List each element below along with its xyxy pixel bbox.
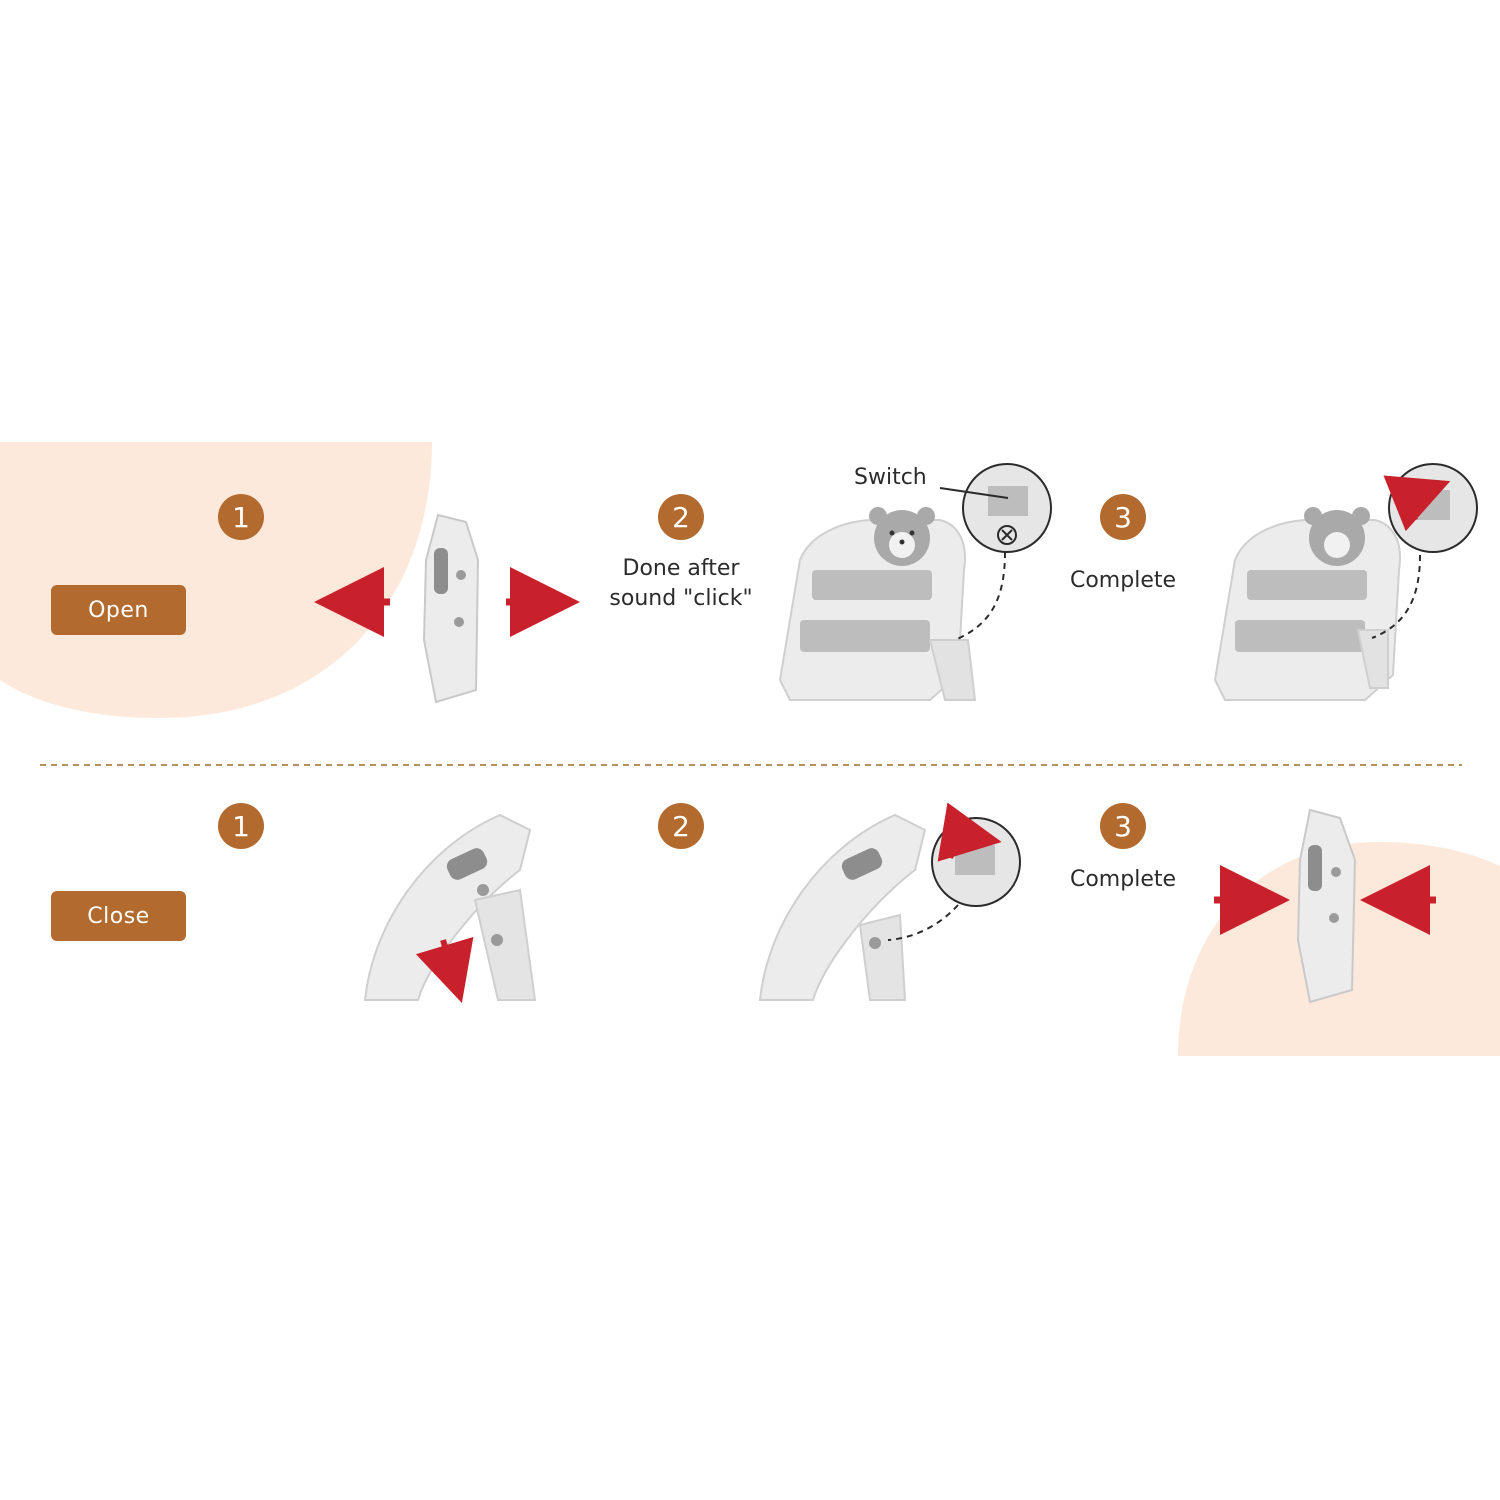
open-step2-caption-line2: sound "click" (609, 586, 753, 611)
open-step2-number: 2 (658, 494, 704, 540)
open-step2-caption: Done after sound "click" (571, 554, 791, 614)
open-step3-caption: Complete (1069, 568, 1177, 593)
folded-stool-close-complete (1296, 808, 1357, 1004)
close-label: Close (51, 891, 186, 941)
open-step2-caption-line1: Done after (622, 556, 740, 581)
switch-label: Switch (854, 465, 927, 490)
open-stool-step2 (778, 507, 977, 701)
open-step3-number: 3 (1100, 494, 1146, 540)
open-label: Open (51, 585, 186, 635)
open-stool-complete (1213, 507, 1401, 701)
lock-callout-magnifier (1371, 463, 1478, 639)
folded-stool-open-step1 (422, 513, 480, 704)
close-step1-number: 1 (218, 803, 264, 849)
close-step3-number: 3 (1100, 803, 1146, 849)
open-background-blob (0, 442, 432, 718)
close-step3-caption: Complete (1069, 867, 1177, 892)
half-folded-stool-close-step2 (758, 813, 927, 1001)
switch-callout-magnifier (939, 463, 1052, 641)
release-callout-magnifier (887, 802, 1021, 941)
open-step1-number: 1 (218, 494, 264, 540)
close-step2-number: 2 (658, 803, 704, 849)
half-folded-stool-close-step1 (363, 813, 537, 1003)
